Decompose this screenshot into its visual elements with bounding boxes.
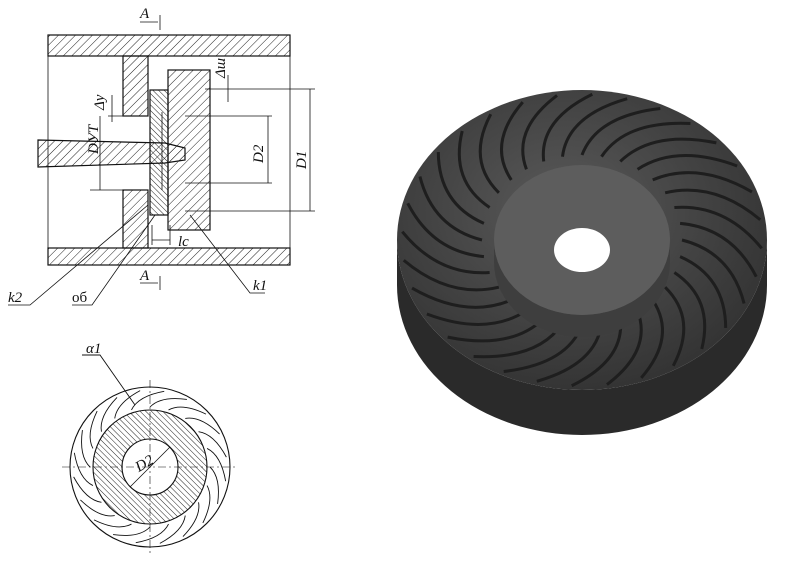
- vane: [135, 523, 169, 544]
- blade: [619, 137, 717, 163]
- dim-gap-shroud: Δш: [213, 58, 229, 79]
- vane: [202, 485, 211, 524]
- blade: [478, 113, 500, 194]
- blade: [679, 221, 758, 278]
- pipe-wall-top: [47, 34, 291, 57]
- blade: [402, 259, 500, 292]
- housing-left-lower: [122, 189, 149, 249]
- blade: [541, 92, 593, 162]
- blade: [600, 121, 691, 158]
- section-mark-bottom: A: [139, 268, 150, 284]
- blade: [521, 94, 558, 170]
- blade: [679, 255, 728, 328]
- vane: [206, 448, 227, 482]
- blade: [499, 101, 524, 181]
- blade: [406, 202, 485, 259]
- dim-outer-diameter: D1: [294, 151, 310, 170]
- vane: [114, 390, 141, 419]
- blade: [652, 171, 753, 194]
- housing-left: [122, 55, 149, 117]
- vane: [159, 515, 186, 544]
- shaft-hole: [554, 228, 610, 272]
- vane: [149, 398, 187, 408]
- dim-seal-diameter: DУТ: [86, 123, 102, 155]
- blade: [401, 230, 490, 275]
- vane: [89, 410, 98, 449]
- longitudinal-section: A A Δy Δш DУТ D2 D1 lc k2 об k1: [8, 6, 315, 306]
- callout-k2: k2: [8, 290, 23, 306]
- blade: [674, 205, 763, 250]
- blade: [673, 271, 707, 350]
- callout-k1: k1: [253, 278, 267, 294]
- vane: [198, 431, 227, 458]
- blade: [580, 107, 661, 156]
- blade: [411, 286, 512, 309]
- blade: [606, 310, 643, 386]
- blade: [426, 309, 528, 326]
- vane: [81, 430, 91, 468]
- blade: [664, 286, 686, 367]
- vane: [100, 397, 118, 432]
- blade: [561, 97, 628, 157]
- vane: [182, 502, 200, 537]
- cross-section-a: α1 D2: [62, 341, 238, 555]
- blade: [457, 130, 491, 209]
- dim-channel-length: lc: [178, 234, 189, 250]
- blade: [664, 188, 762, 221]
- blade: [436, 152, 485, 225]
- blade: [636, 154, 738, 171]
- section-mark-top: A: [139, 6, 150, 22]
- vane: [113, 526, 151, 536]
- vane: [168, 406, 207, 415]
- blade: [681, 238, 746, 304]
- vane: [131, 390, 165, 411]
- vane: [80, 499, 115, 517]
- impeller-3d-model: [397, 90, 767, 435]
- callout-ob: об: [72, 290, 88, 306]
- vane: [93, 519, 132, 528]
- vane: [185, 417, 220, 435]
- blade: [418, 176, 483, 242]
- dim-inner-diameter: D2: [251, 144, 267, 164]
- vane: [73, 476, 102, 503]
- pipe-wall-bottom: [47, 247, 291, 266]
- vane: [73, 452, 94, 486]
- blade: [640, 299, 665, 379]
- shaft: [37, 139, 186, 168]
- vane: [209, 466, 219, 504]
- dim-gap-radial: Δy: [92, 94, 108, 111]
- angle-label: α1: [86, 341, 101, 357]
